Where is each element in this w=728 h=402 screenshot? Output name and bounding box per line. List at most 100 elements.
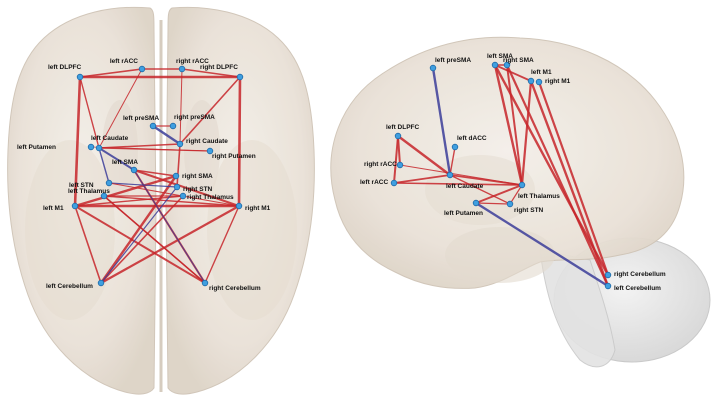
axial-node-rrACC xyxy=(178,65,186,73)
sagittal-label-lpreSMA: left preSMA xyxy=(435,57,471,64)
axial-label-lPutamen: left Putamen xyxy=(17,144,56,151)
sagittal-label-rCerebellum: right Cerebellum xyxy=(614,271,666,278)
axial-edge-lSTN-rM1 xyxy=(108,182,240,207)
sagittal-label-lCerebellum: left Cerebellum xyxy=(614,285,661,292)
axial-edge-lM1-rCerebellum xyxy=(74,205,206,284)
axial-edge-lThalamus-rM1 xyxy=(103,195,240,207)
axial-label-lM1: left M1 xyxy=(43,205,64,212)
axial-edge-lCaudate-lSMA xyxy=(98,147,135,171)
axial-node-lpreSMA xyxy=(149,122,157,130)
axial-node-lM1 xyxy=(71,202,79,210)
sagittal-edge-lPutamen-lThalamus xyxy=(475,184,523,204)
axial-label-rSTN: right STN xyxy=(183,186,213,193)
sagittal-edge-lCaudate-rSTN xyxy=(449,174,511,205)
sagittal-edge-ldACC-lCaudate xyxy=(449,146,456,176)
sagittal-label-lPutamen: left Putamen xyxy=(444,210,483,217)
sagittal-node-ldACC xyxy=(451,143,459,151)
axial-edge-lCerebellum-rThalamus xyxy=(100,195,184,284)
sagittal-edge-rM1-rCerebellum xyxy=(537,80,610,277)
sagittal-node-lCerebellum xyxy=(604,282,612,290)
axial-edge-rThalamus-lM1 xyxy=(74,195,184,207)
sagittal-node-rSMA xyxy=(503,61,511,69)
axial-node-lSTN xyxy=(105,179,113,187)
sagittal-node-rM1 xyxy=(535,78,543,86)
axial-node-rpreSMA xyxy=(169,122,177,130)
sagittal-node-lPutamen xyxy=(472,199,480,207)
axial-edge-lM1-rSMA xyxy=(73,174,178,208)
sagittal-node-rCerebellum xyxy=(604,271,612,279)
sagittal-label-rSMA: right SMA xyxy=(503,57,534,64)
axial-label-rDLPFC: right DLPFC xyxy=(200,64,238,71)
axial-node-lCerebellum xyxy=(97,279,105,287)
axial-edge-rCaudate-rSTN xyxy=(176,143,181,188)
sagittal-edge-rrACC-lThalamus xyxy=(399,164,523,186)
sagittal-edge-lrACC-lCaudate xyxy=(393,174,451,184)
axial-edge-lSMA-rSMA xyxy=(133,169,177,177)
axial-label-lpreSMA: left preSMA xyxy=(123,115,159,122)
axial-label-lSTN: left STN xyxy=(69,182,94,189)
axial-node-rSTN xyxy=(173,183,181,191)
axial-label-lCaudate: left Caudate xyxy=(91,135,129,142)
axial-edge-lCerebellum-rSMA xyxy=(99,174,178,285)
axial-edge-lrACC-lCaudate xyxy=(98,68,143,149)
axial-edge-rSTN-lCerebellum xyxy=(100,186,178,284)
sagittal-edge-lrACC-lThalamus xyxy=(393,182,523,186)
axial-label-lThalamus: left Thalamus xyxy=(68,188,110,195)
sagittal-label-lM1: left M1 xyxy=(531,69,552,76)
axial-node-rSMA xyxy=(172,172,180,180)
axial-node-lrACC xyxy=(138,65,146,73)
sagittal-node-lSMA xyxy=(491,61,499,69)
axial-label-lDLPFC: left DLPFC xyxy=(48,64,82,71)
sagittal-edge-lM1-lThalamus xyxy=(520,79,533,187)
axial-label-rCaudate: right Caudate xyxy=(186,138,228,145)
sagittal-label-rM1: right M1 xyxy=(545,78,571,85)
sagittal-node-lThalamus xyxy=(518,181,526,189)
axial-node-rDLPFC xyxy=(236,73,244,81)
axial-ventricle-right xyxy=(184,100,220,200)
sagittal-temporal-lobe xyxy=(445,227,555,283)
axial-node-lPutamen xyxy=(87,143,95,151)
axial-edge-rM1-rCerebellum xyxy=(204,205,240,284)
sagittal-node-lpreSMA xyxy=(429,64,437,72)
axial-edge-rCaudate-rDLPFC xyxy=(179,76,241,145)
axial-node-rCerebellum xyxy=(201,279,209,287)
axial-edge-rM1-lCerebellum xyxy=(99,204,241,285)
axial-node-lDLPFC xyxy=(76,73,84,81)
axial-edge-lpreSMA-rCaudate xyxy=(151,124,182,146)
sagittal-label-rrACC: right rACC xyxy=(364,161,397,168)
axial-edge-lThalamus-rCerebellum xyxy=(103,195,206,284)
sagittal-edge-lPutamen-lCerebellum xyxy=(474,201,610,288)
axial-edge-lDLPFC-lrACC xyxy=(79,68,143,78)
axial-edge-lM1-lCerebellum xyxy=(74,205,102,284)
axial-label-rCerebellum: right Cerebellum xyxy=(209,285,261,292)
sagittal-brain xyxy=(330,36,711,368)
sagittal-edge-lSMA-rCerebellum xyxy=(493,63,610,277)
axial-edge-rDLPFC-rrACC xyxy=(181,68,241,78)
axial-label-lCerebellum: left Cerebellum xyxy=(46,283,93,290)
axial-node-rThalamus xyxy=(179,192,187,200)
axial-label-rrACC: right rACC xyxy=(176,58,209,65)
region-nodes xyxy=(71,61,612,290)
sagittal-edge-lSMA-lThalamus xyxy=(493,63,524,187)
region-labels: left rACC right rACC left DLPFC right DLPFC… xyxy=(17,53,666,292)
connection-edges xyxy=(73,63,610,288)
axial-label-lrACC: left rACC xyxy=(110,58,138,65)
sagittal-node-lCaudate xyxy=(446,171,454,179)
axial-label-rThalamus: right Thalamus xyxy=(187,194,234,201)
sagittal-edge-lThalamus-rSTN xyxy=(509,184,523,205)
sagittal-node-rSTN xyxy=(506,200,514,208)
sagittal-label-lrACC: left rACC xyxy=(360,179,388,186)
sagittal-label-ldACC: left dACC xyxy=(457,135,487,142)
axial-edge-lSMA-rCerebellum xyxy=(133,169,206,284)
sagittal-label-lThalamus: left Thalamus xyxy=(518,193,560,200)
axial-node-rCaudate xyxy=(176,140,184,148)
axial-label-lSMA: left SMA xyxy=(112,159,138,166)
axial-node-lCaudate xyxy=(95,144,103,152)
axial-edge-lDLPFC-lM1 xyxy=(73,75,82,208)
sagittal-edge-lPutamen-rSTN xyxy=(475,202,511,205)
sagittal-node-rrACC xyxy=(396,161,404,169)
axial-node-lThalamus xyxy=(100,192,108,200)
axial-edge-lCaudate-lSTN xyxy=(98,147,110,184)
axial-edge-rDLPFC-rM1 xyxy=(237,75,242,208)
